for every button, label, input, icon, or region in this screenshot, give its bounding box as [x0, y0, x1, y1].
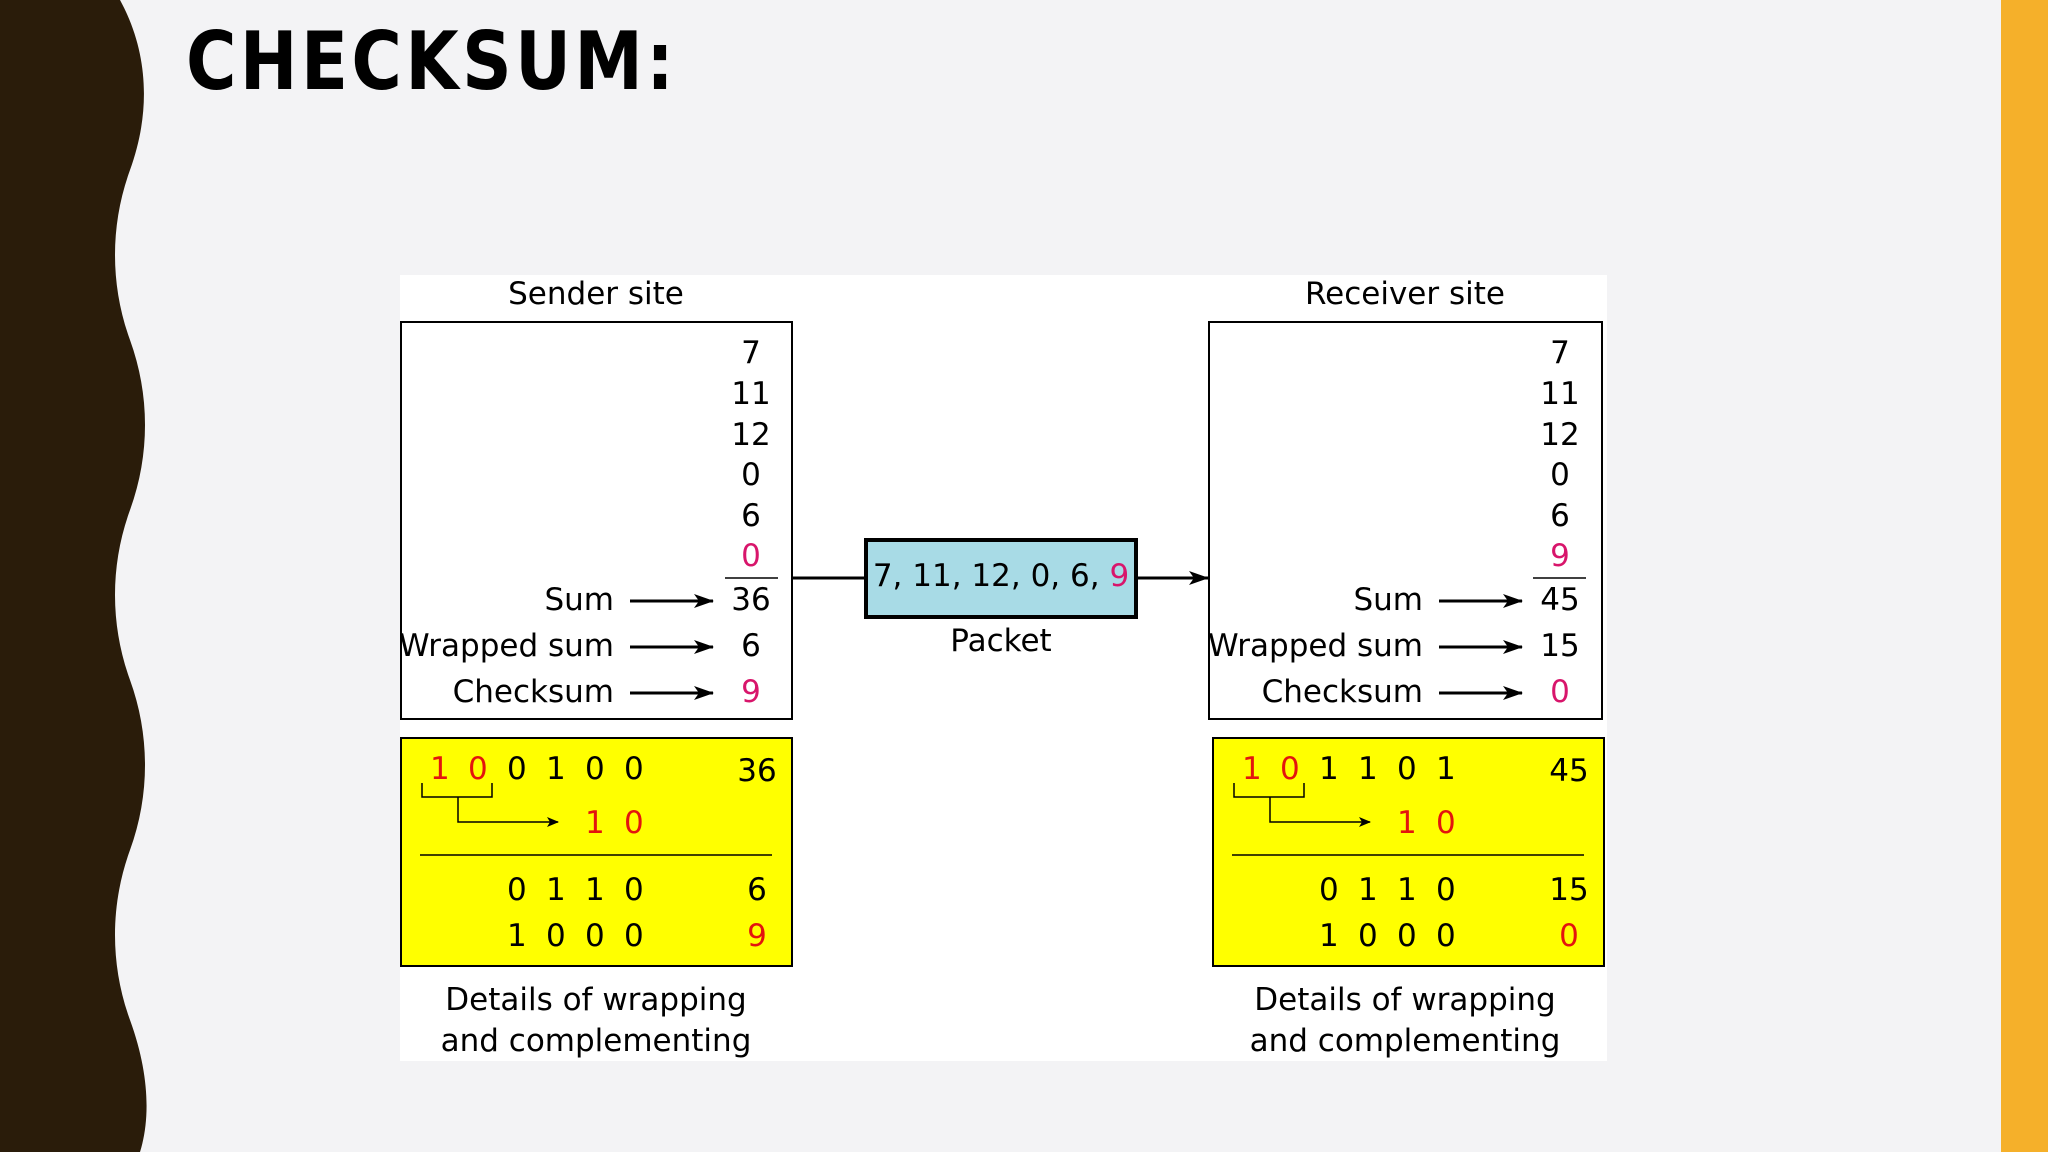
receiver-number-3: 12	[1540, 417, 1580, 453]
sender-number-6: 0	[741, 538, 761, 574]
packet-checksum: 9	[1109, 558, 1130, 594]
receiver-wrapped-carry-2: 0	[1436, 805, 1456, 841]
receiver-wrapped-carry-1: 1	[1397, 805, 1417, 841]
sender-wrapped-carry-2: 0	[624, 805, 644, 841]
sender-bit-3: 0	[585, 751, 605, 787]
receiver-caption-line-2: and complementing	[1249, 1023, 1561, 1059]
sender-number-2: 11	[731, 376, 771, 412]
sender-complement-bit-1: 1	[507, 918, 527, 954]
sender-complement-bit-3: 0	[585, 918, 605, 954]
receiver-number-6: 9	[1550, 538, 1570, 574]
sender-carry-bit-2: 0	[468, 751, 488, 787]
sender-details-wrapped-value: 6	[747, 872, 767, 908]
receiver-carry-bit-2: 0	[1280, 751, 1300, 787]
receiver-bit-2: 1	[1358, 751, 1378, 787]
sender-wrapped-label: Wrapped sum	[399, 628, 614, 664]
right-accent-bar	[2001, 0, 2048, 1152]
receiver-number-1: 7	[1550, 335, 1570, 371]
receiver-details-box	[1212, 737, 1605, 967]
checksum-diagram: Sender site 7 11 12 0 6 0 Sum 36 Wrapped…	[399, 275, 1607, 1061]
sender-sum-value: 36	[731, 582, 771, 618]
receiver-details-total: 45	[1549, 753, 1589, 789]
receiver-complement-bit-4: 0	[1436, 918, 1456, 954]
receiver-wrapped-bit-4: 0	[1436, 872, 1456, 908]
receiver-box	[1208, 321, 1603, 720]
sender-sum-label: Sum	[544, 582, 614, 618]
sender-complement-bit-2: 0	[546, 918, 566, 954]
sender-wrapped-carry-1: 1	[585, 805, 605, 841]
receiver-caption-line-1: Details of wrapping	[1254, 982, 1556, 1018]
receiver-details-wrapped-value: 15	[1549, 872, 1589, 908]
receiver-site-title: Receiver site	[1305, 276, 1505, 312]
receiver-complement-bit-2: 0	[1358, 918, 1378, 954]
receiver-bit-4: 1	[1436, 751, 1456, 787]
receiver-complement-bit-1: 1	[1319, 918, 1339, 954]
sender-caption-line-1: Details of wrapping	[445, 982, 747, 1018]
sender-wrapped-bit-4: 0	[624, 872, 644, 908]
sender-site-title: Sender site	[508, 276, 684, 312]
receiver-number-4: 0	[1550, 457, 1570, 493]
receiver-checksum-label: Checksum	[1261, 674, 1423, 710]
receiver-wrapped-bit-2: 1	[1358, 872, 1378, 908]
packet-values: 7, 11, 12, 0, 6,	[872, 558, 1100, 594]
sender-wrapped-bit-2: 1	[546, 872, 566, 908]
receiver-checksum-value: 0	[1550, 674, 1570, 710]
slide-title: CHECKSUM:	[186, 15, 678, 108]
diagram-graphics	[400, 321, 1605, 967]
left-wavy-border	[0, 0, 147, 1152]
sender-caption-line-2: and complementing	[440, 1023, 752, 1059]
sender-number-4: 0	[741, 457, 761, 493]
sender-bit-4: 0	[624, 751, 644, 787]
sender-details-total: 36	[737, 753, 777, 789]
receiver-wrapped-bit-3: 1	[1397, 872, 1417, 908]
sender-details-box	[400, 737, 793, 967]
sender-details-complement-value: 9	[747, 918, 767, 954]
receiver-details-complement-value: 0	[1559, 918, 1579, 954]
sender-wrapped-bit-3: 1	[585, 872, 605, 908]
sender-checksum-value: 9	[741, 674, 761, 710]
receiver-wrapped-bit-1: 0	[1319, 872, 1339, 908]
receiver-carry-bit-1: 1	[1242, 751, 1262, 787]
receiver-bit-1: 1	[1319, 751, 1339, 787]
packet-label: Packet	[950, 623, 1052, 659]
packet-contents: 7, 11, 12, 0, 6, 9	[866, 561, 1136, 592]
receiver-carry-bracket	[1233, 783, 1370, 822]
receiver-number-5: 6	[1550, 498, 1570, 534]
sender-carry-bracket	[421, 783, 558, 822]
receiver-sum-label: Sum	[1353, 582, 1423, 618]
receiver-number-2: 11	[1540, 376, 1580, 412]
receiver-wrapped-label: Wrapped sum	[1208, 628, 1423, 664]
sender-number-1: 7	[741, 335, 761, 371]
sender-box	[400, 321, 793, 720]
sender-bit-2: 1	[546, 751, 566, 787]
sender-number-3: 12	[731, 417, 771, 453]
sender-bit-1: 0	[507, 751, 527, 787]
receiver-bit-3: 0	[1397, 751, 1417, 787]
sender-complement-bit-4: 0	[624, 918, 644, 954]
sender-wrapped-bit-1: 0	[507, 872, 527, 908]
sender-checksum-label: Checksum	[452, 674, 614, 710]
sender-number-5: 6	[741, 498, 761, 534]
sender-carry-bit-1: 1	[430, 751, 450, 787]
sender-wrapped-value: 6	[741, 628, 761, 664]
receiver-wrapped-value: 15	[1540, 628, 1580, 664]
receiver-complement-bit-3: 0	[1397, 918, 1417, 954]
receiver-sum-value: 45	[1540, 582, 1580, 618]
